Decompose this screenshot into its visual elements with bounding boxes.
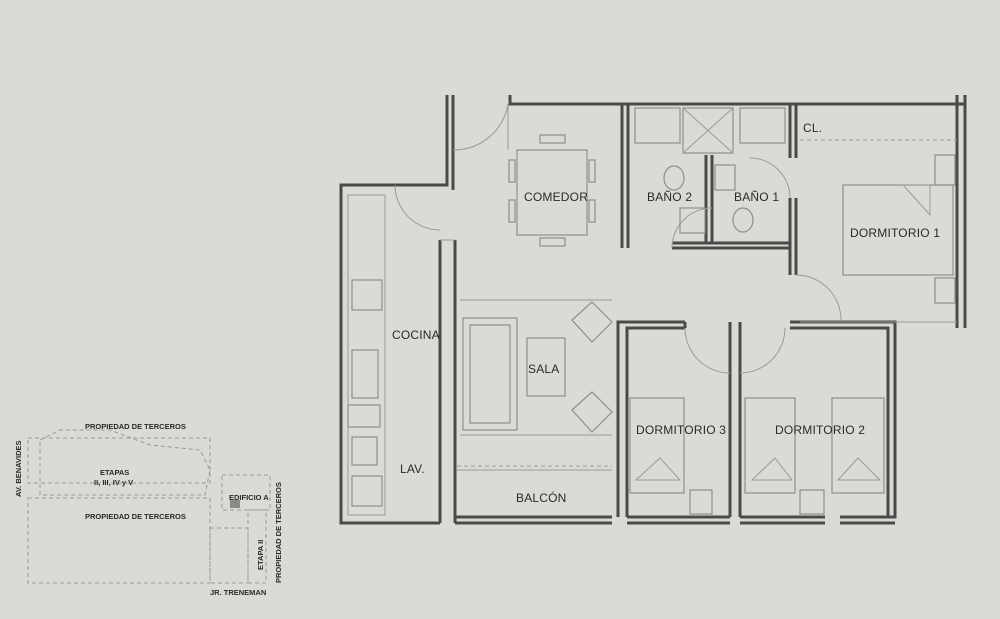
living-set (460, 299, 613, 436)
label-balcon: BALCÓN (516, 490, 567, 505)
label-dormitorio-2: DORMITORIO 2 (775, 423, 865, 437)
label-propiedad-top: PROPIEDAD DE TERCEROS (85, 422, 186, 431)
label-propiedad-right: PROPIEDAD DE TERCEROS (274, 482, 283, 583)
label-av-benavides: AV. BENAVIDES (14, 440, 23, 497)
door-swings (394, 103, 842, 471)
bedroom3-furniture (629, 397, 713, 515)
label-dormitorio-3: DORMITORIO 3 (636, 423, 726, 437)
label-bano-1: BAÑO 1 (734, 190, 779, 204)
label-lavanderia: LAV. (400, 462, 425, 476)
room-labels: COMEDOR BAÑO 2 BAÑO 1 CL. DORMITORIO 1 C… (392, 121, 940, 505)
label-dormitorio-1: DORMITORIO 1 (850, 226, 940, 240)
label-edificio-a: EDIFICIO A (229, 493, 269, 502)
bedroom1-furniture (800, 139, 957, 323)
label-jr-treneman: JR. TRENEMAN (210, 588, 266, 597)
label-comedor: COMEDOR (524, 190, 588, 204)
exterior-walls (339, 95, 967, 525)
label-etapas: ETAPAS (100, 468, 129, 477)
dining-set (508, 134, 596, 247)
bedroom2-furniture (744, 397, 885, 515)
label-etapa-ii: ETAPA II (256, 540, 265, 570)
label-bano-2: BAÑO 2 (647, 190, 692, 204)
label-closet: CL. (803, 121, 822, 135)
label-cocina: COCINA (392, 328, 440, 342)
bathroom-fixtures (634, 107, 786, 234)
label-sala: SALA (528, 362, 560, 376)
kitchen-fixtures (347, 194, 386, 516)
site-map: PROPIEDAD DE TERCEROS PROPIEDAD DE TERCE… (14, 422, 283, 597)
label-propiedad-middle: PROPIEDAD DE TERCEROS (85, 512, 186, 521)
label-etapas-list: II, III, IV y V (94, 478, 133, 487)
interior-walls (438, 104, 897, 525)
